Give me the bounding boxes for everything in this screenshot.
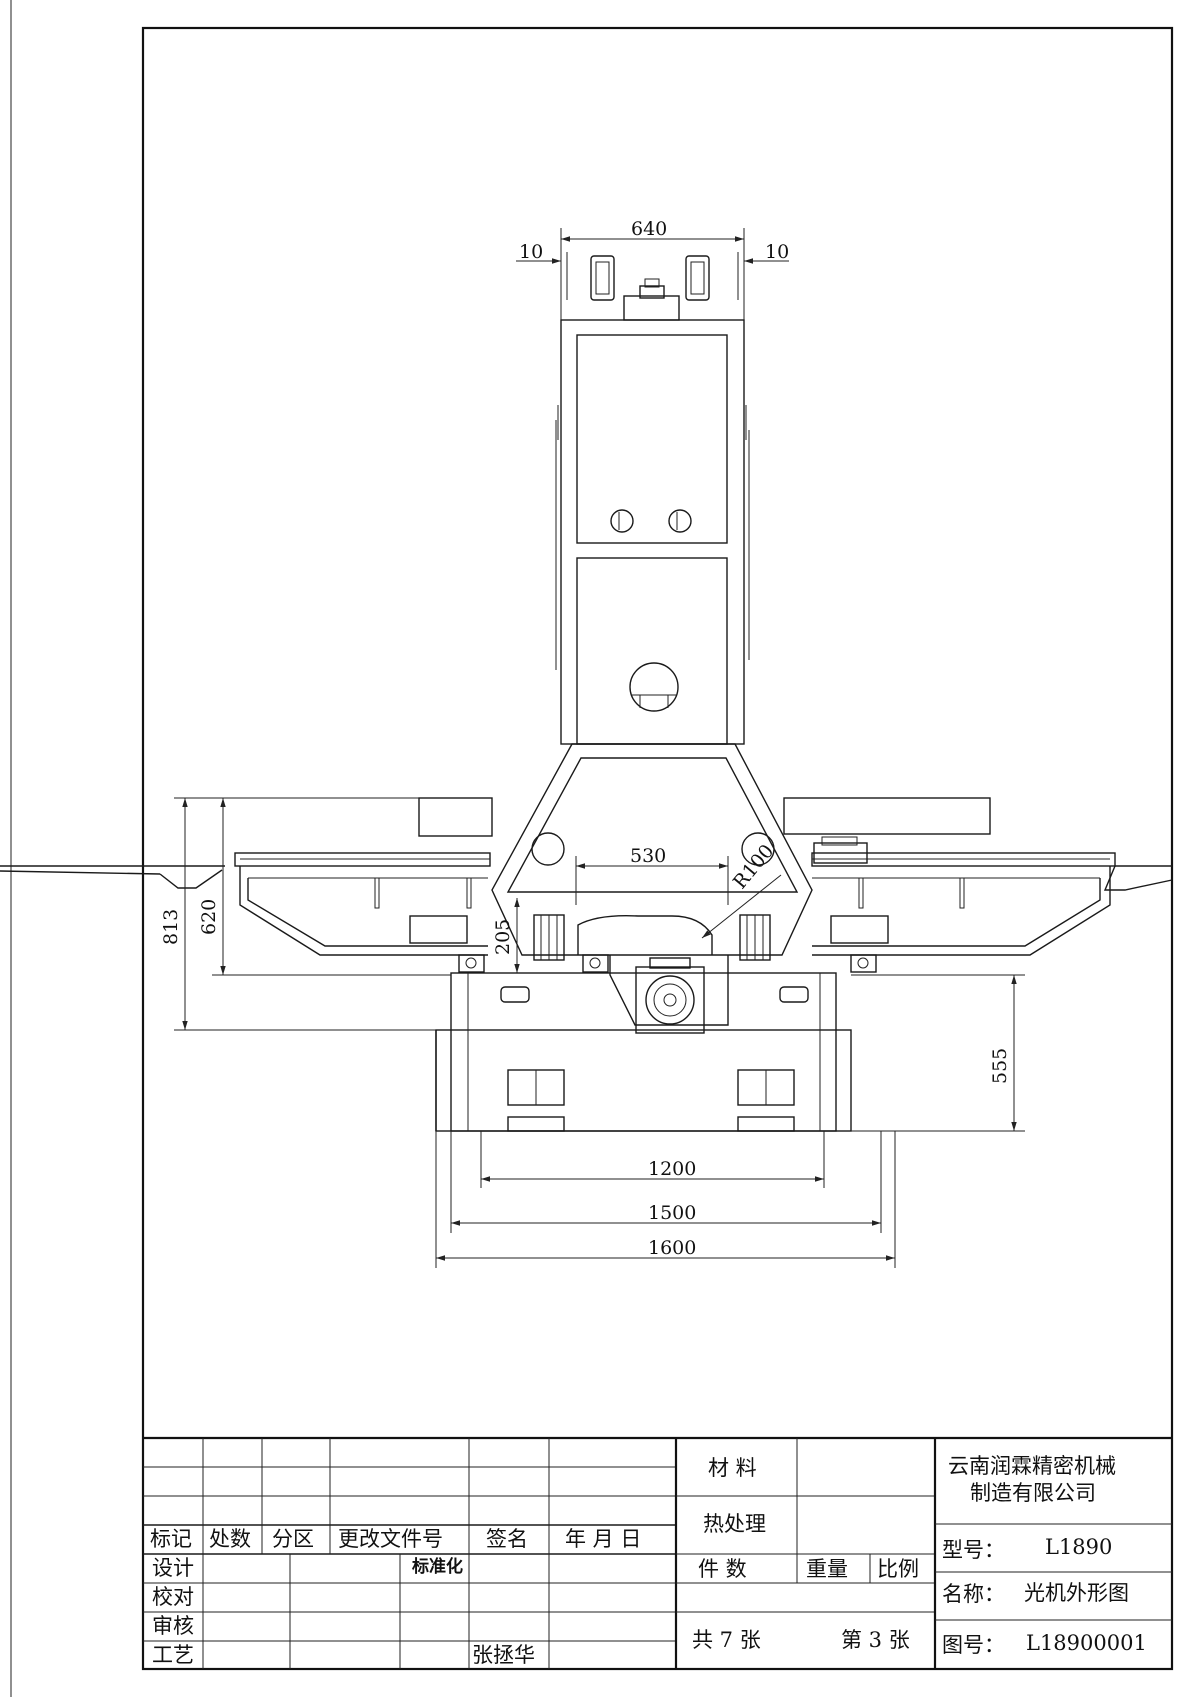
company-name-line1: 云南润霖精密机械 <box>948 1454 1116 1478</box>
col-label-mark: 标记 <box>150 1527 192 1551</box>
role-design: 设计 <box>152 1556 194 1580</box>
name-value: 光机外形图 <box>1024 1581 1129 1605</box>
port-right <box>668 509 692 533</box>
dim-1500: 1500 <box>648 1202 696 1224</box>
top-motor-right <box>685 255 710 301</box>
base-casting <box>491 743 813 961</box>
name-label: 名称： <box>942 1582 1005 1606</box>
standardization-label: 标准化 <box>412 1556 463 1577</box>
company-name-line2: 制造有限公司 <box>970 1481 1096 1505</box>
lower-bed <box>435 954 877 1132</box>
column <box>555 319 750 745</box>
dim-10-left: 10 <box>519 241 543 263</box>
model-value: L1890 <box>1045 1535 1112 1559</box>
port-left <box>610 509 634 533</box>
col-label-count: 处数 <box>209 1527 251 1551</box>
dim-640: 640 <box>631 218 667 240</box>
spindle-bore <box>629 662 679 712</box>
scale-label: 比例 <box>877 1557 919 1581</box>
role-review: 审核 <box>152 1614 194 1638</box>
role-process: 工艺 <box>152 1643 194 1667</box>
dim-620: 620 <box>198 899 220 935</box>
top-connector <box>623 278 680 321</box>
col-label-date: 年 月 日 <box>565 1527 641 1551</box>
sheet-number: 第 3 张 <box>841 1628 910 1652</box>
dim-813: 813 <box>160 909 182 945</box>
dimension-labels: 640 10 10 530 R100 813 620 205 555 1200 … <box>160 218 1011 1259</box>
col-label-signature: 签名 <box>486 1527 528 1551</box>
machine-outline <box>0 255 1173 1132</box>
dim-530: 530 <box>630 845 666 867</box>
work-table <box>234 797 1116 956</box>
dim-10-right: 10 <box>765 241 789 263</box>
dim-1600: 1600 <box>648 1237 696 1259</box>
drawing-no-label: 图号： <box>942 1633 1005 1657</box>
col-label-zone: 分区 <box>272 1527 314 1551</box>
dim-1200: 1200 <box>648 1158 696 1180</box>
sheets-total: 共 7 张 <box>692 1628 761 1652</box>
col-label-change-doc: 更改文件号 <box>338 1527 443 1551</box>
pieces-label: 件 数 <box>698 1557 747 1581</box>
approver-name: 张拯华 <box>472 1643 535 1667</box>
dimension-lines <box>174 228 1025 1268</box>
dim-r100: R100 <box>729 840 778 893</box>
dim-205: 205 <box>492 919 514 955</box>
top-motor-left <box>590 255 615 301</box>
dim-555: 555 <box>989 1048 1011 1084</box>
drawing-frame <box>10 0 1174 1697</box>
center-motor <box>609 955 729 1034</box>
title-block: 标记 处数 分区 更改文件号 签名 年 月 日 设计 校对 审核 工艺 标准化 … <box>143 1436 1172 1669</box>
weight-label: 重量 <box>806 1557 848 1581</box>
material-label: 材 料 <box>708 1456 757 1480</box>
drawing-no-value: L18900001 <box>1026 1631 1147 1655</box>
role-check: 校对 <box>152 1585 194 1609</box>
model-label: 型号： <box>942 1538 1005 1562</box>
heat-treatment-label: 热处理 <box>703 1512 766 1536</box>
